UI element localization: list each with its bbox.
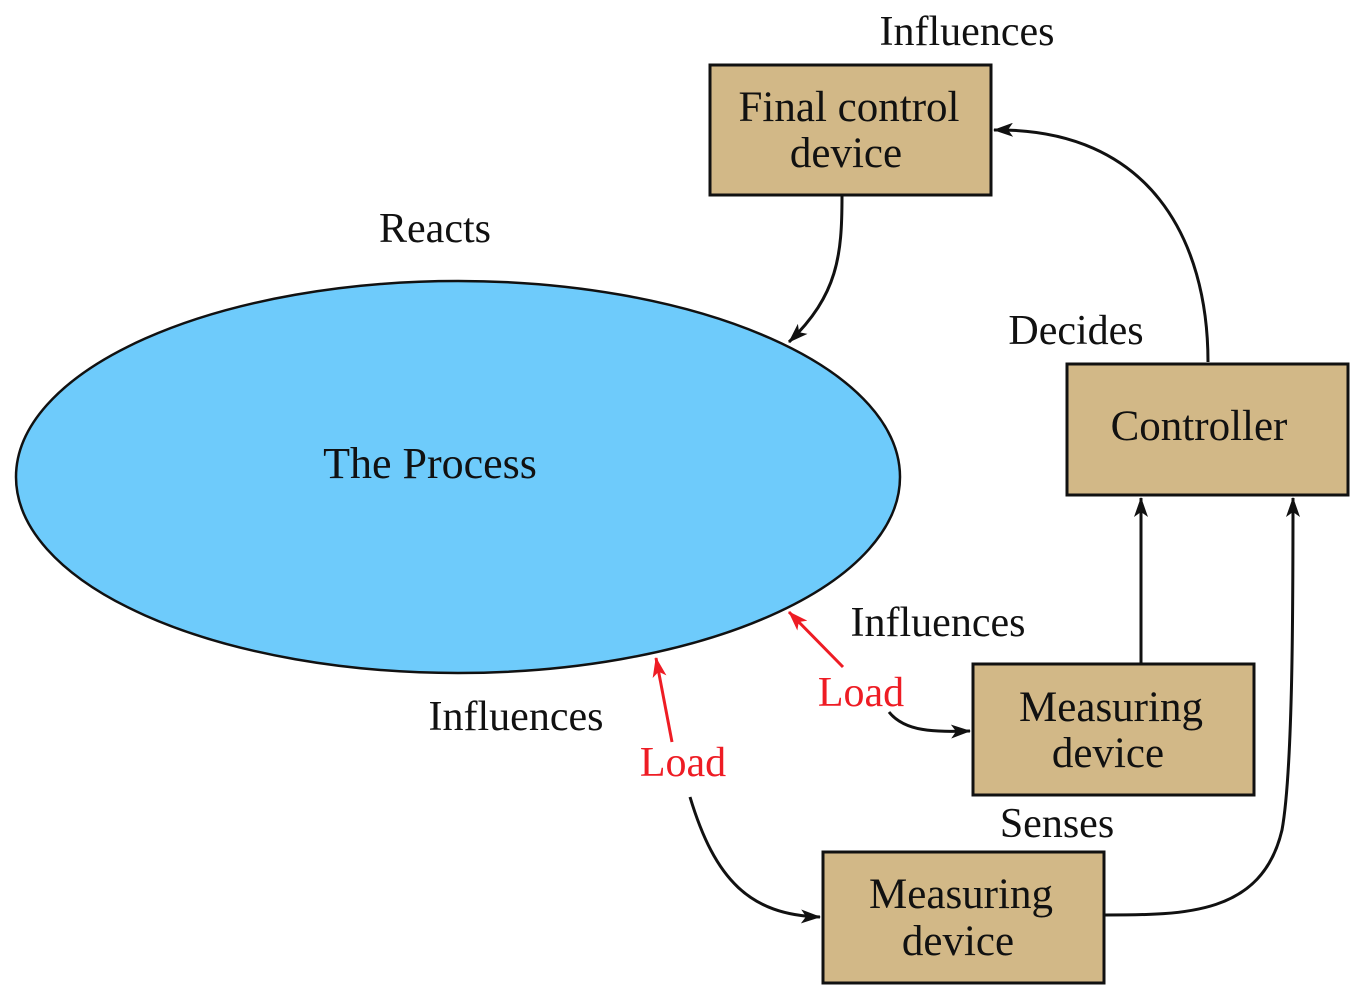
controller-box: Controller [1065, 362, 1350, 497]
measuring-lower-line2: device [902, 918, 1014, 965]
arrow-load-lower-to-process [652, 657, 674, 743]
label-reacts: Reacts [379, 206, 491, 252]
arrow-load-to-measuring-upper [887, 711, 971, 739]
arrow-load-upper-to-process [787, 610, 845, 669]
label-influences-top: Influences [880, 9, 1055, 55]
measuring-device-upper-box: Measuring device [971, 662, 1256, 797]
arrow-load-to-measuring-lower [688, 796, 821, 924]
final-control-line1: Final control [739, 84, 960, 131]
label-influences-left: Influences [429, 694, 604, 740]
arrow-controller-to-final-control [993, 122, 1210, 363]
measuring-lower-line1: Measuring [869, 871, 1053, 918]
label-senses: Senses [1000, 801, 1114, 847]
process-label: The Process [323, 439, 537, 488]
measuring-upper-line1: Measuring [1019, 684, 1203, 731]
final-control-device-box: Final control device [708, 63, 993, 197]
arrow-measuring-lower-to-controller [1104, 497, 1300, 917]
arrow-final-control-to-process [787, 195, 844, 344]
label-load-upper: Load [818, 670, 904, 716]
measuring-upper-line2: device [1052, 730, 1164, 777]
controller-label: Controller [1111, 403, 1288, 450]
process-ellipse [14, 279, 902, 675]
label-influences-mid: Influences [851, 600, 1026, 646]
measuring-device-lower-box: Measuring device [821, 850, 1106, 985]
label-decides: Decides [1008, 308, 1143, 354]
label-load-lower: Load [640, 740, 726, 786]
final-control-line2: device [790, 130, 902, 177]
